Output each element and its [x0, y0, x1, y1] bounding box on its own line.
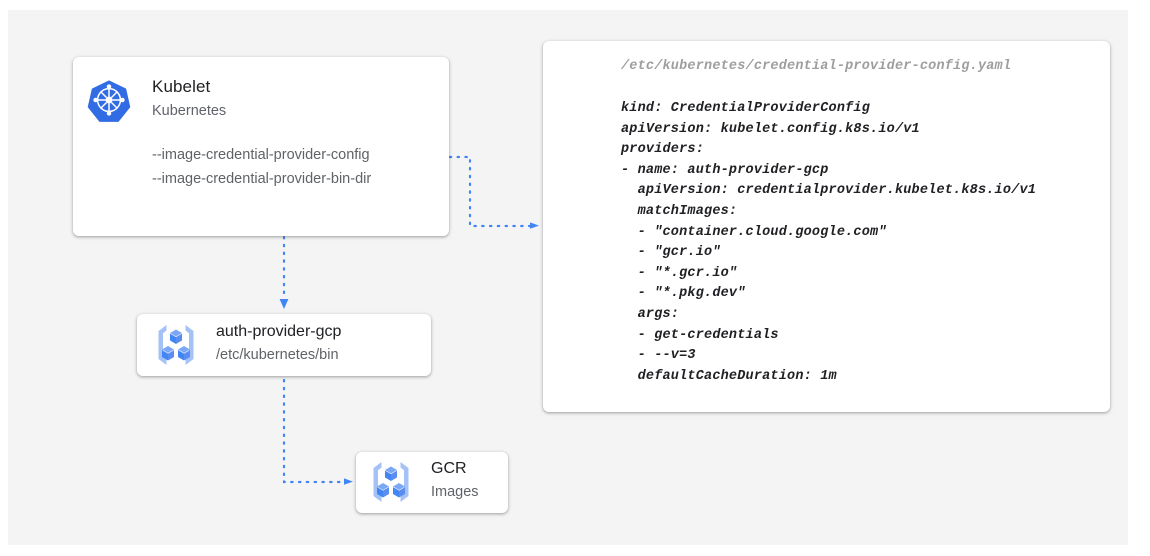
kubelet-flag-bin-dir: --image-credential-provider-bin-dir: [152, 171, 372, 187]
container-registry-icon: [367, 459, 415, 505]
kubelet-card[interactable]: Kubelet Kubernetes --image-credential-pr…: [73, 57, 449, 236]
kubelet-card-title: Kubelet: [152, 77, 211, 96]
auth-provider-gcp-card[interactable]: auth-provider-gcp /etc/kubernetes/bin: [137, 314, 431, 376]
auth-provider-card-title: auth-provider-gcp: [216, 323, 342, 340]
yaml-filename-label: /etc/kubernetes/credential-provider-conf…: [621, 59, 1012, 74]
container-registry-icon: [152, 322, 200, 368]
kubelet-flag-config: --image-credential-provider-config: [152, 147, 370, 163]
gcr-card-subtitle: Images: [431, 484, 479, 500]
gcr-card-title: GCR: [431, 460, 467, 477]
gcr-card[interactable]: GCR Images: [356, 452, 508, 513]
kubelet-card-subtitle: Kubernetes: [152, 103, 227, 119]
credential-provider-config-card[interactable]: /etc/kubernetes/credential-provider-conf…: [543, 41, 1110, 412]
auth-provider-card-subtitle: /etc/kubernetes/bin: [216, 347, 339, 363]
yaml-content: kind: CredentialProviderConfig apiVersio…: [621, 101, 1037, 384]
kubernetes-logo-icon: [87, 78, 131, 122]
